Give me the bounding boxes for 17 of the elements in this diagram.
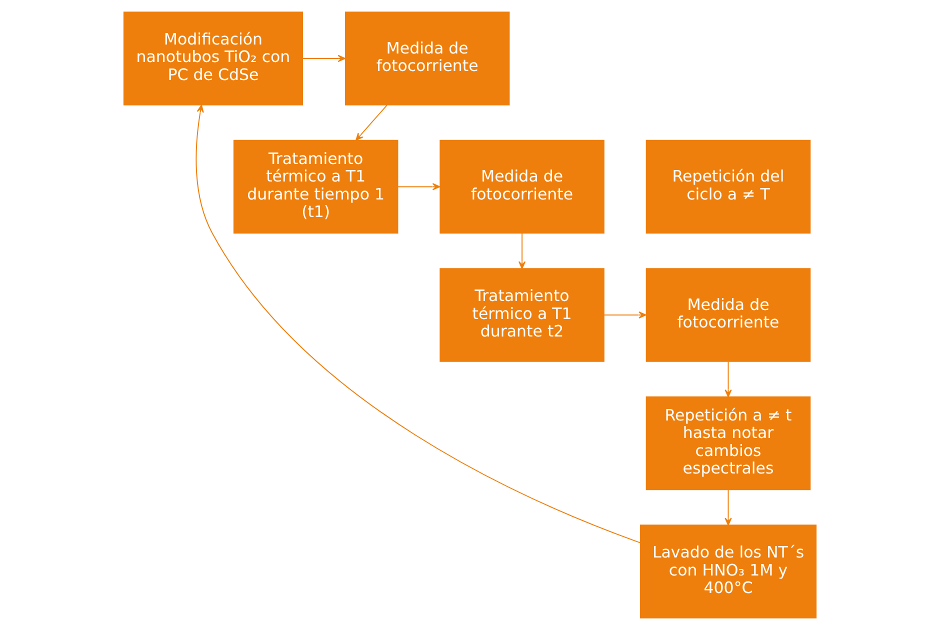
arrow [724,361,732,398]
node-box: Repetición a ≠ t hasta notar cambios espectrales [645,396,810,490]
node-box: Modificación nanotubos TiO₂ con PC de CdSe [122,12,303,106]
arrow [724,489,732,526]
node-box: Medida de fotocorriente [439,140,604,234]
node-box: Lavado de los NT´s con HNO₃ 1M y 400°C [639,524,816,618]
node-box: Repetición del ciclo a ≠ T [645,140,810,234]
arrow [302,54,346,62]
node-box: Medida de fotocorriente [344,12,510,106]
node-box: Tratamiento térmico a T1 durante tiempo 1 (t1) [232,140,398,234]
arrow [355,104,388,141]
arrow [518,232,526,269]
node-box: Tratamiento térmico a T1 durante t2 [439,268,604,362]
arrow [603,311,646,319]
arrow [397,183,440,190]
arrow [195,104,640,544]
node-box: Medida de fotocorriente [645,268,810,362]
